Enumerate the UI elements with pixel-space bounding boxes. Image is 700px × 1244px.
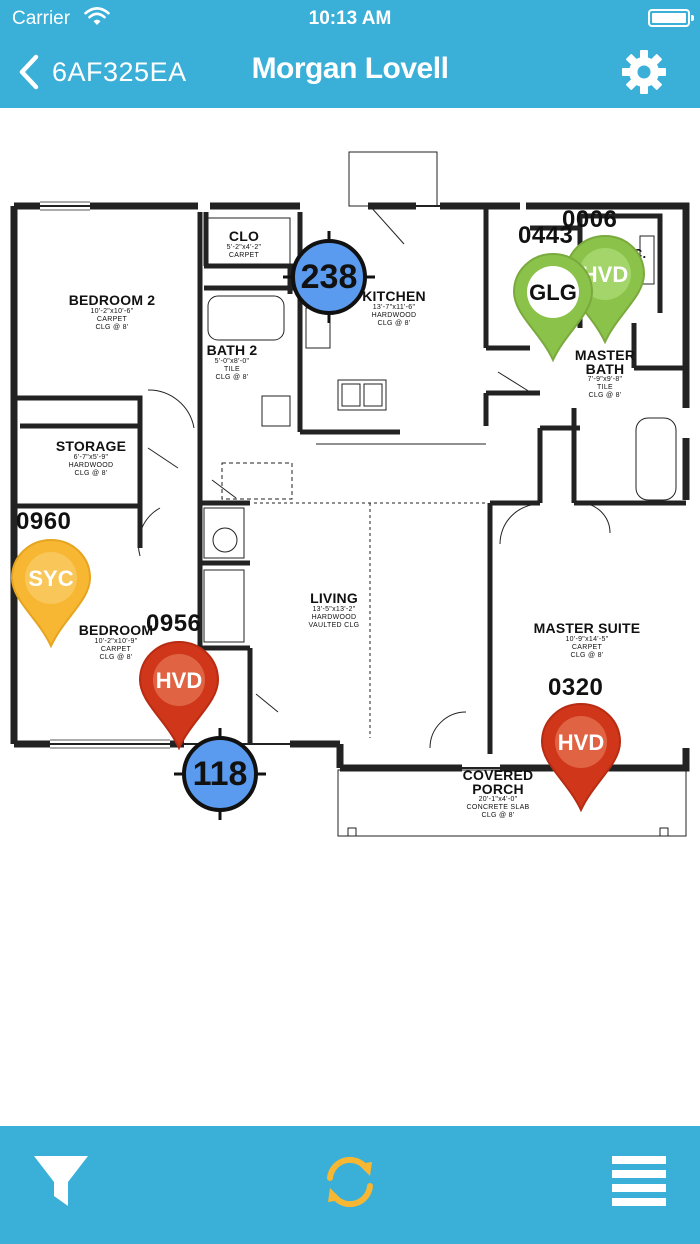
status-bar: Carrier 10:13 AM — [0, 0, 700, 36]
room-ceiling: CLG @ 8' — [74, 470, 108, 477]
room-floor: CARPET — [228, 252, 260, 259]
map-pin-icon — [10, 538, 92, 648]
room-size: 6'-7"x5'-9" — [73, 454, 109, 461]
room-floor: CARPET — [571, 644, 603, 651]
status-time: 10:13 AM — [308, 8, 392, 29]
room-ceiling: CLG @ 8' — [570, 652, 604, 659]
map-pin-hvd-red[interactable]: HVD — [138, 640, 220, 750]
room-ceiling: VAULTED CLG — [308, 622, 360, 629]
room-floor: HARDWOOD — [311, 614, 357, 621]
map-pin-glg[interactable]: GLG — [512, 252, 594, 362]
room-name: MASTER BATH — [574, 347, 636, 377]
menu-button[interactable] — [610, 1152, 670, 1212]
room-label-bath-2: BATH 2 5'-0"x8'-0" TILE CLG @ 8' — [202, 342, 262, 382]
pin-code: 0443 — [518, 222, 574, 249]
floor-plan[interactable]: CLO 5'-2"x4'-2" CARPET BEDROOM 2 10'-2"x… — [0, 108, 700, 1126]
nav-bar: 6AF325EA Morgan Lovell — [0, 40, 700, 104]
room-floor: HARDWOOD — [371, 312, 417, 319]
gear-icon — [622, 50, 666, 94]
settings-button[interactable] — [620, 48, 668, 96]
room-floor: CONCRETE SLAB — [466, 804, 530, 811]
pin-label: GLG — [529, 280, 577, 305]
menu-icon — [612, 1156, 666, 1206]
room-size: 10'-2"x10'-9" — [94, 638, 138, 645]
pin-code: 0320 — [548, 674, 604, 701]
room-size: 20'-1"x4'-0" — [478, 796, 518, 803]
room-floor: TILE — [597, 384, 613, 391]
map-pin-syc[interactable]: SYC — [10, 538, 92, 648]
room-ceiling: CLG @ 8' — [95, 324, 129, 331]
map-pin-icon — [540, 702, 622, 812]
room-size: 13'-7"x11'-6" — [372, 304, 416, 311]
crosshair-icon — [174, 728, 266, 820]
cluster-count: 238 — [300, 258, 358, 296]
battery-icon — [648, 9, 694, 27]
room-label-storage: STORAGE 6'-7"x5'-9" HARDWOOD CLG @ 8' — [46, 438, 136, 478]
room-size: 10'-9"x14'-5" — [565, 636, 609, 643]
top-bar: Carrier 10:13 AM 6AF325EA Morgan Lovell — [0, 0, 700, 108]
room-name: COVERED PORCH — [462, 767, 534, 797]
carrier-label: Carrier — [12, 8, 71, 29]
map-pin-hvd-red[interactable]: HVD — [540, 702, 622, 812]
room-size: 7'-9"x9'-8" — [587, 376, 623, 383]
room-ceiling: CLG @ 8' — [588, 392, 622, 399]
chevron-left-icon — [19, 54, 39, 90]
room-name: STORAGE — [55, 438, 127, 454]
floor-plan-drawing — [10, 151, 690, 837]
bottom-toolbar — [0, 1126, 700, 1244]
room-label-master-bath: MASTER BATH 7'-9"x9'-8" TILE CLG @ 8' — [574, 348, 636, 400]
pin-label: HVD — [557, 730, 605, 755]
map-pin-icon — [138, 640, 220, 750]
page-title: Morgan Lovell — [251, 52, 449, 85]
refresh-icon — [327, 1156, 373, 1208]
room-name: BATH 2 — [206, 342, 258, 358]
cluster-count: 118 — [192, 755, 248, 793]
back-button[interactable]: 6AF325EA — [16, 50, 187, 94]
room-name: MASTER SUITE — [533, 620, 641, 636]
room-size: 10'-2"x10'-6" — [90, 308, 134, 315]
room-label-bedroom: BEDROOM 10'-2"x10'-9" CARPET CLG @ 8' — [66, 622, 166, 662]
room-ceiling: CLG @ 8' — [215, 374, 249, 381]
wifi-icon — [84, 7, 110, 33]
filter-icon — [34, 1156, 88, 1206]
room-name: LIVING — [310, 590, 358, 606]
room-label-kitchen: KITCHEN 13'-7"x11'-6" HARDWOOD CLG @ 8' — [344, 288, 444, 328]
pin-label: SYC — [28, 566, 74, 591]
room-floor: TILE — [224, 366, 240, 373]
map-pin-icon — [512, 252, 594, 362]
room-name: CLO — [228, 228, 260, 244]
cluster-marker[interactable]: 238 — [281, 229, 377, 325]
back-label: 6AF325EA — [52, 56, 187, 87]
room-floor: CARPET — [96, 316, 128, 323]
room-floor: HARDWOOD — [68, 462, 114, 469]
room-size: 5'-2"x4'-2" — [226, 244, 262, 251]
filter-button[interactable] — [32, 1152, 92, 1212]
room-ceiling: CLG @ 8' — [99, 654, 133, 661]
room-floor: CARPET — [100, 646, 132, 653]
room-ceiling: CLG @ 8' — [377, 320, 411, 327]
room-name: BEDROOM 2 — [68, 292, 156, 308]
room-label-master-suite: MASTER SUITE 10'-9"x14'-5" CARPET CLG @ … — [522, 620, 652, 660]
room-name: BEDROOM — [78, 622, 154, 638]
room-label-clo: CLO 5'-2"x4'-2" CARPET — [214, 228, 274, 260]
room-name: KITCHEN — [362, 288, 426, 304]
cluster-marker[interactable]: 118 — [172, 726, 268, 822]
room-ceiling: CLG @ 8' — [481, 812, 515, 819]
room-label-covered-porch: COVERED PORCH 20'-1"x4'-0" CONCRETE SLAB… — [448, 768, 548, 820]
room-label-bedroom-2: BEDROOM 2 10'-2"x10'-6" CARPET CLG @ 8' — [52, 292, 172, 332]
crosshair-icon — [283, 231, 375, 323]
pin-code: 0956 — [146, 610, 202, 637]
room-label-living: LIVING 13'-5"x13'-2" HARDWOOD VAULTED CL… — [292, 590, 376, 630]
pin-code: 0006 — [562, 206, 618, 233]
room-size: 13'-5"x13'-2" — [312, 606, 356, 613]
room-size: 5'-0"x8'-0" — [214, 358, 250, 365]
refresh-button[interactable] — [320, 1152, 380, 1212]
pin-label: HVD — [155, 668, 203, 693]
pin-code: 0960 — [16, 508, 72, 535]
